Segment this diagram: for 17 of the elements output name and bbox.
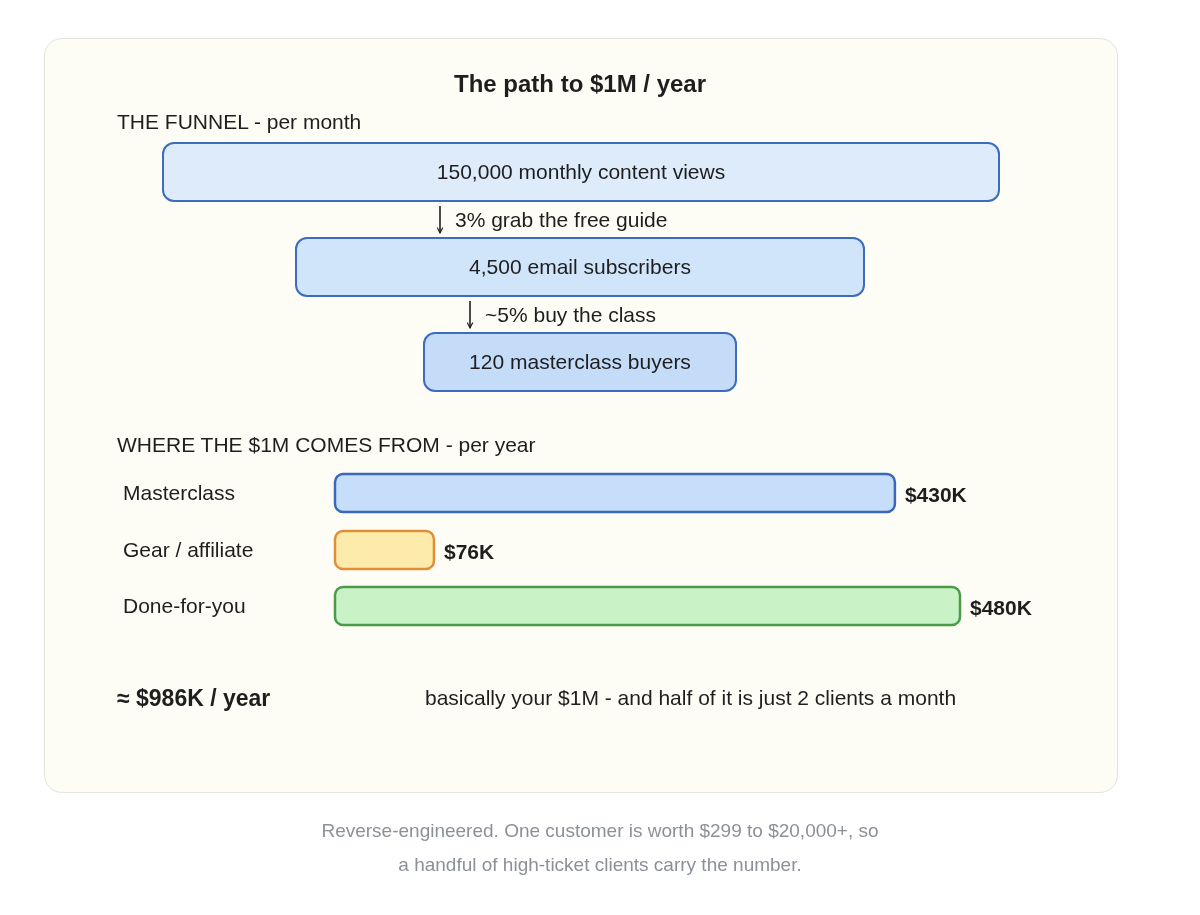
funnel-stage-box: 120 masterclass buyers (423, 332, 737, 392)
arrow (436, 205, 444, 234)
caption: Reverse-engineered. One customer is worth $299 to $20,000+, so a handful of high-ticket clients carry the number. (320, 819, 880, 877)
section-heading: THE FUNNEL - per month (117, 109, 362, 135)
funnel-stage-box: 150,000 monthly content views (162, 142, 1000, 202)
title: The path to $1M / year (453, 71, 707, 97)
total-text: ≈ $986K / year (117, 685, 271, 711)
value-label: $480K (970, 595, 1032, 621)
value-label: $430K (904, 482, 967, 508)
chart-title: WHERE THE $1M COMES FROM - per year (117, 432, 536, 458)
category-label: Gear / affiliate (123, 537, 254, 563)
arrow (466, 300, 474, 329)
note-text: basically your $1M - and half of it is just 2 clients a month (425, 685, 957, 711)
funnel-stage-box: 4,500 email subscribers (295, 237, 865, 297)
category-label: Done-for-you (123, 593, 246, 619)
value-label: $76K (443, 539, 495, 565)
category-label: Masterclass (123, 480, 236, 506)
